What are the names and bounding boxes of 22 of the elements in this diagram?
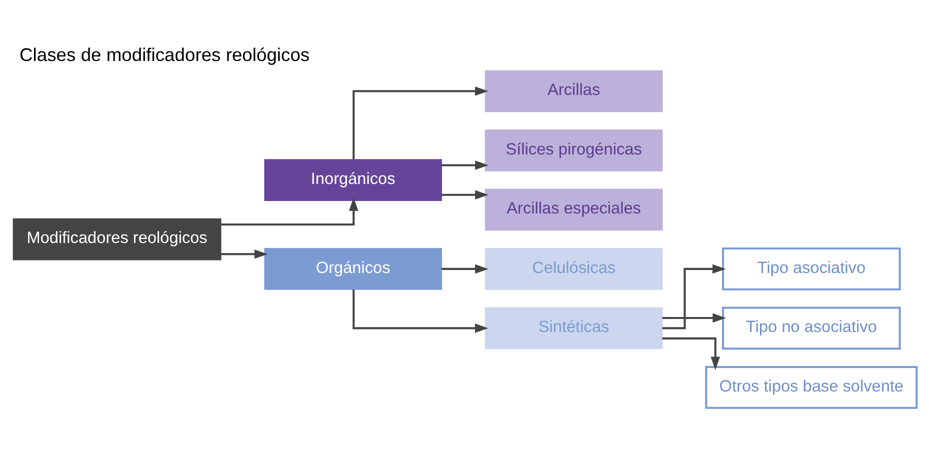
arrow (662, 313, 726, 323)
node-box: Celulósicas (484, 248, 662, 290)
node-box: Arcillas (484, 70, 662, 112)
node-box: Otros tipos base solvente (704, 366, 918, 409)
node-box: Modificadores reológicos (12, 218, 221, 260)
node-box: Orgánicos (264, 248, 442, 290)
node-box: Tipo asociativo (722, 247, 900, 290)
arrow (662, 337, 720, 370)
arrow (441, 264, 488, 274)
arrow (352, 290, 488, 333)
arrow (441, 160, 488, 170)
node-box: Arcillas especiales (484, 188, 662, 231)
node-box: Sintéticas (484, 307, 662, 350)
arrow (441, 190, 488, 200)
arrow (352, 86, 488, 160)
arrow (662, 264, 726, 330)
node-box: Tipo no asociativo (722, 306, 900, 350)
arrow (220, 198, 358, 226)
arrow (220, 249, 268, 259)
node-box: Inorgánicos (264, 159, 442, 201)
diagram-title: Clases de modificadores reológicos (19, 44, 310, 65)
node-box: Sílices pirogénicas (484, 129, 662, 172)
